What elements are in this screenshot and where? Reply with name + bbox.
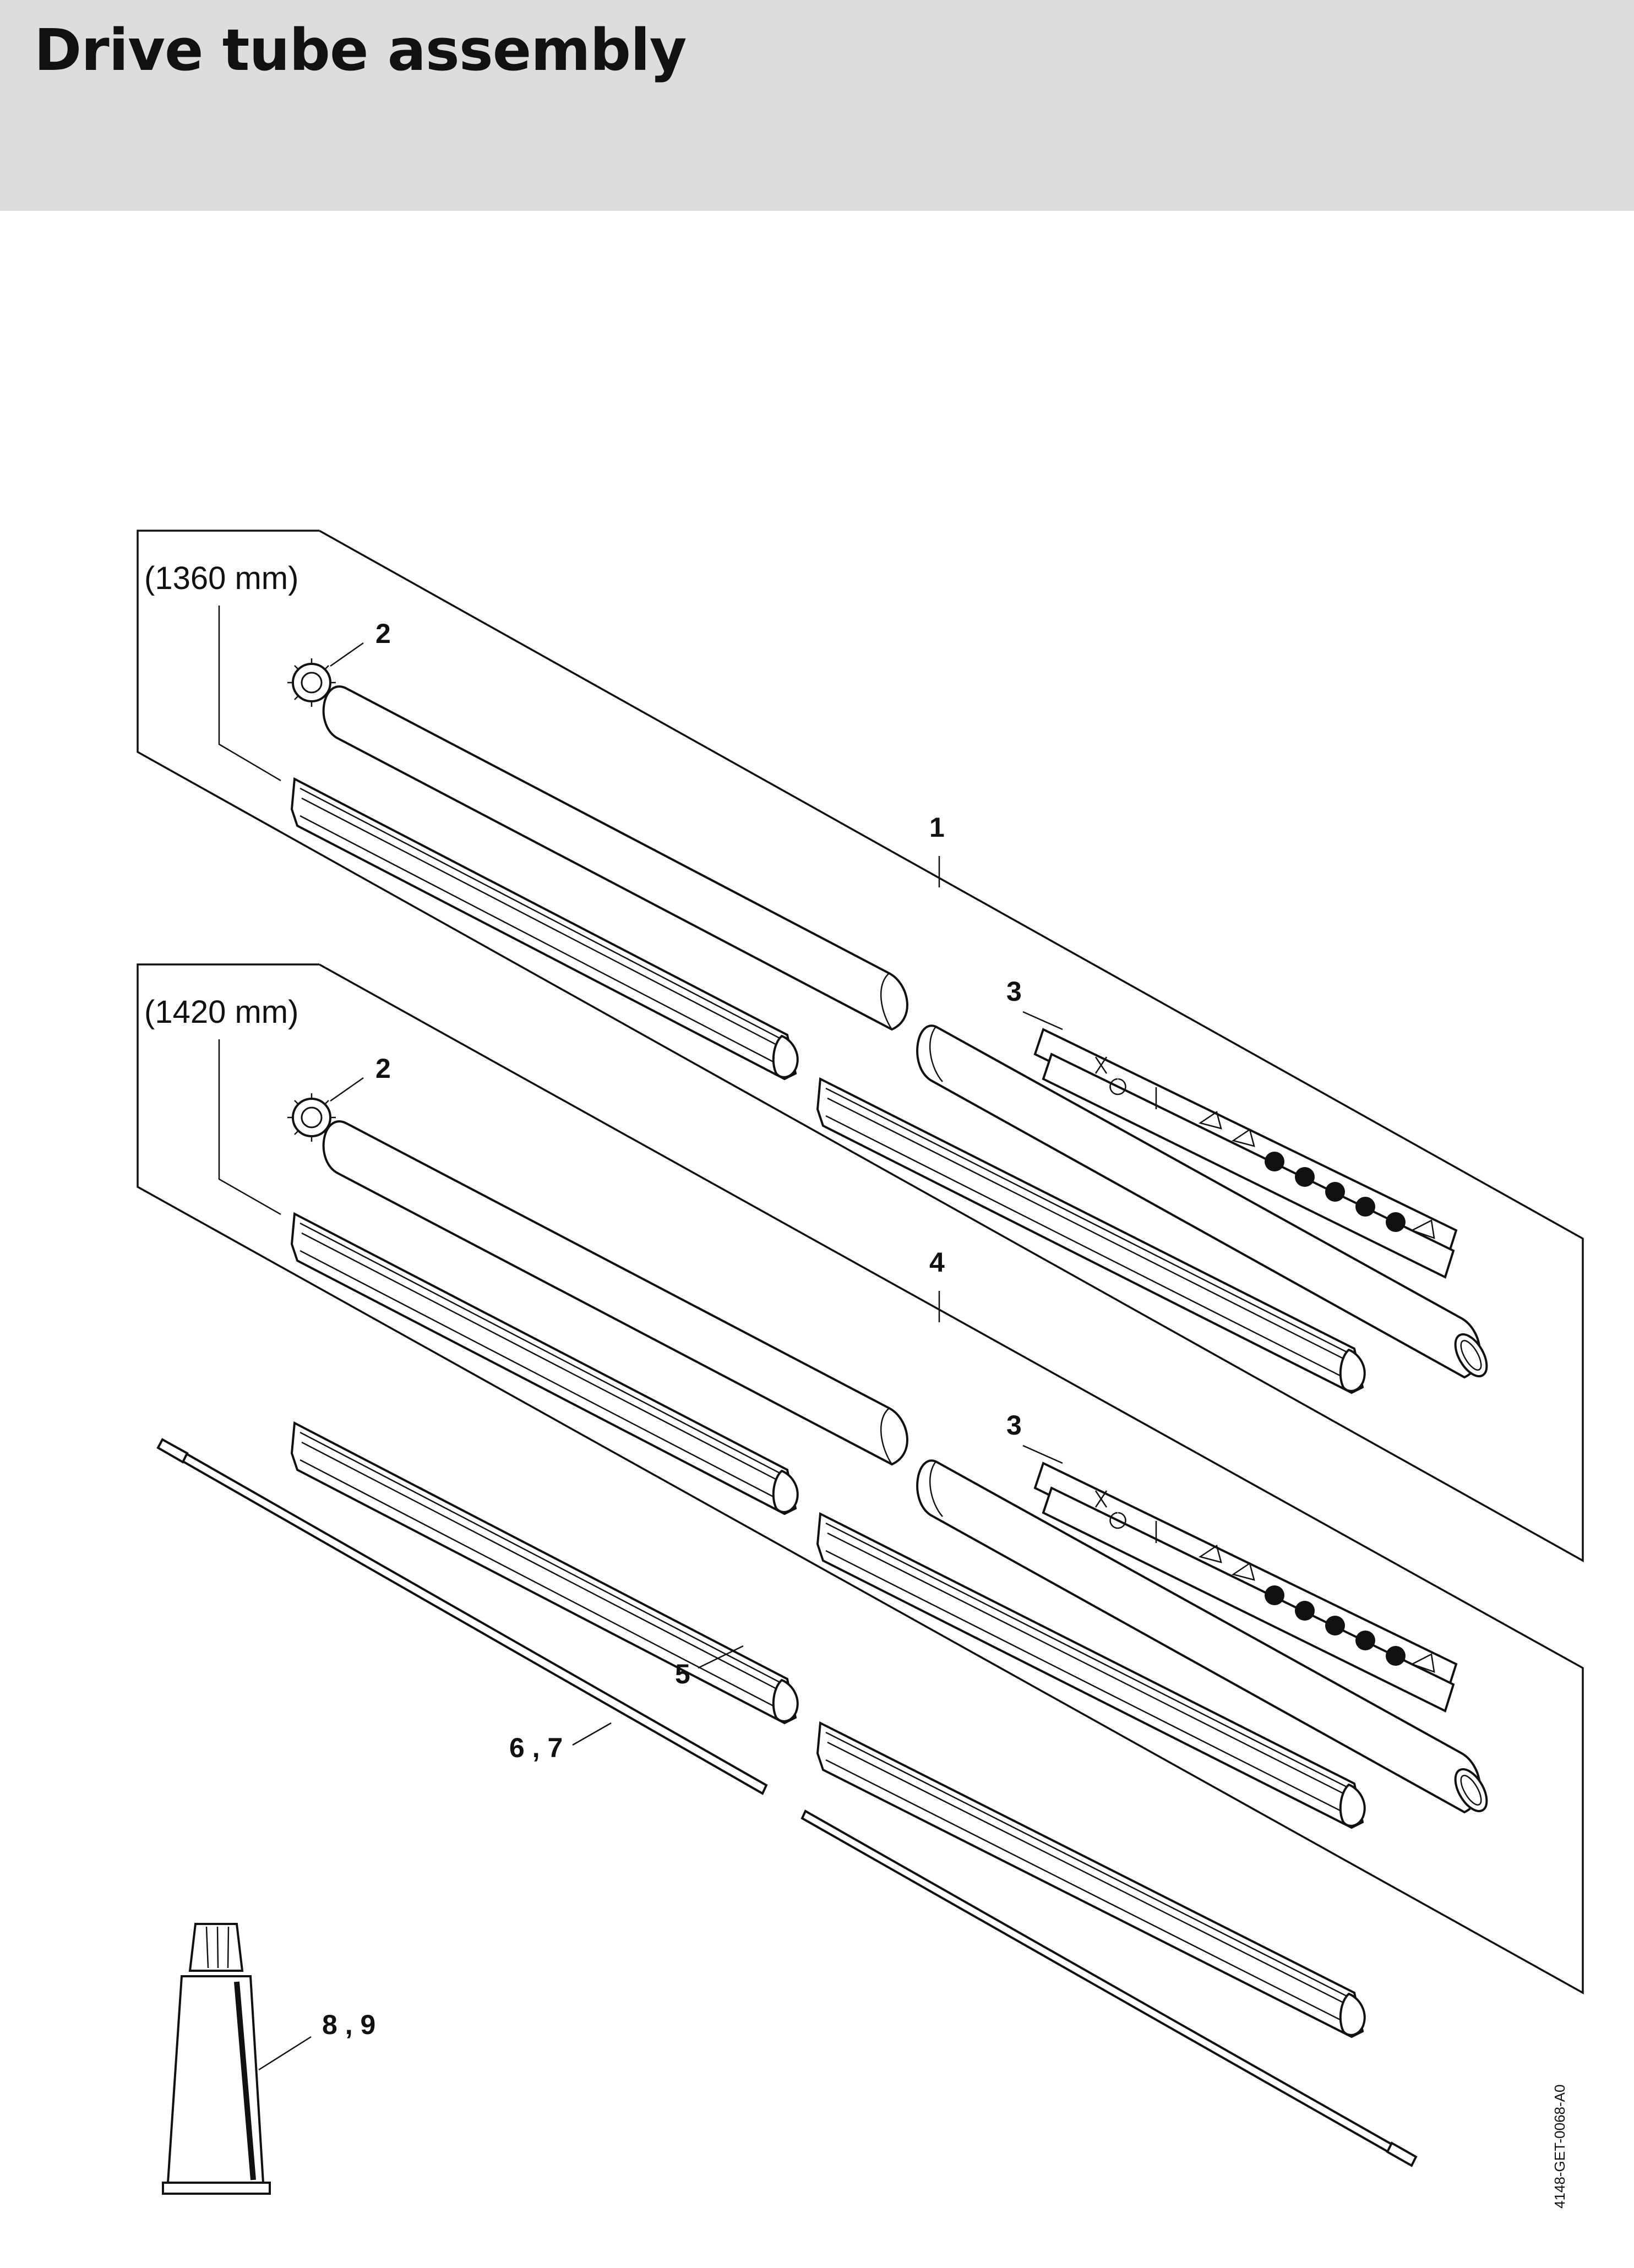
grease-tube: 8 , 9 bbox=[162, 1923, 375, 2195]
drive-tube-4 bbox=[322, 1120, 1495, 1818]
callout-3-lower: 3 bbox=[1006, 1410, 1022, 1441]
assembly-1360mm: (1360 mm) 2 1 3 bbox=[137, 530, 1584, 1562]
drive-shaft: 6 , 7 bbox=[156, 1438, 1418, 2167]
assembly-1360-frame bbox=[137, 530, 1584, 1562]
callout-2-lower: 2 bbox=[375, 1053, 391, 1084]
dimension-1360-leader bbox=[218, 606, 281, 782]
callout-3-upper: 3 bbox=[1006, 976, 1022, 1007]
callout-8-9: 8 , 9 bbox=[322, 2009, 375, 2040]
assembly-1420-frame bbox=[137, 963, 1584, 1994]
assembly-1420mm: (1420 mm) 2 4 3 5 bbox=[137, 963, 1584, 2038]
page-header: Drive tube assembly bbox=[0, 0, 1634, 211]
page-title: Drive tube assembly bbox=[34, 17, 687, 84]
dimension-1360: (1360 mm) bbox=[144, 560, 298, 596]
callout-4: 4 bbox=[929, 1247, 945, 1278]
dimension-1420: (1420 mm) bbox=[144, 994, 298, 1030]
callout-5: 5 bbox=[675, 1659, 690, 1689]
callout-2-upper: 2 bbox=[375, 618, 391, 649]
dimension-1420-leader bbox=[218, 1039, 281, 1215]
callout-1: 1 bbox=[929, 812, 945, 843]
drive-tube-1 bbox=[322, 685, 1495, 1383]
callout-6-7: 6 , 7 bbox=[509, 1732, 563, 1763]
drawing-code: 4148-GET-0068-A0 bbox=[1551, 2085, 1568, 2209]
